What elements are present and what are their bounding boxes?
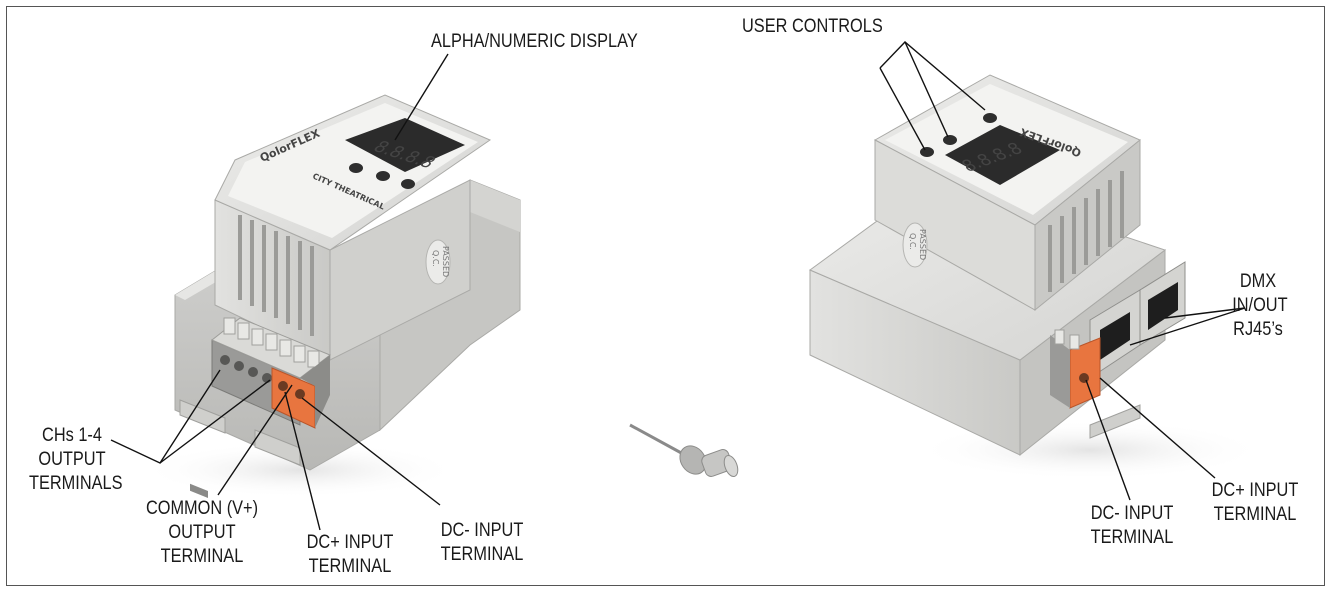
leader-lines	[110, 41, 1246, 531]
label-dc-plus-input-left: DC+ INPUT TERMINAL	[298, 531, 401, 579]
label-dmx-line2: IN/OUT	[1232, 295, 1288, 316]
right-mounting-feet	[1089, 404, 1141, 439]
left-mounting-feet	[179, 399, 301, 499]
left-vent-fins	[238, 215, 314, 336]
label-dmx: DMX IN/OUT RJ45’s	[1232, 270, 1288, 342]
right-rj45-jacks	[1089, 261, 1186, 379]
label-dc-minus-right-line2: TERMINAL	[1090, 527, 1174, 548]
label-dc-minus-right-line1: DC- INPUT	[1090, 503, 1174, 524]
figure-frame	[6, 6, 1325, 586]
right-seal-line2: PASSED	[918, 229, 927, 260]
label-dc-minus-left-line1: DC- INPUT	[440, 520, 524, 541]
label-chs-line2: OUTPUT	[38, 449, 106, 470]
right-vent-fins	[1048, 171, 1124, 292]
left-control-buttons	[349, 163, 415, 189]
label-dc-minus-left-line2: TERMINAL	[440, 544, 524, 565]
label-dc-minus-input-right: DC- INPUT TERMINAL	[1080, 502, 1183, 550]
left-seal-line1: Q.C.	[431, 250, 440, 267]
label-user-controls: USER CONTROLS	[742, 16, 883, 37]
label-chs-line1: CHs 1-4	[42, 425, 102, 446]
left-seal-line2: PASSED	[441, 246, 450, 277]
right-device: 8.8.8.8 QolorFLEX Q.C. PASSED	[808, 74, 1265, 480]
mounting-pin	[629, 423, 739, 478]
right-terminal-block	[1050, 329, 1101, 409]
label-dmx-line3: RJ45’s	[1233, 319, 1283, 340]
label-dc-plus-left-line2: TERMINAL	[308, 556, 392, 577]
label-common-line3: TERMINAL	[160, 546, 244, 567]
right-display	[945, 125, 1060, 185]
label-common-line2: OUTPUT	[168, 522, 236, 543]
label-chs-line3: TERMINALS	[29, 473, 123, 494]
label-dc-plus-input-right: DC+ INPUT TERMINAL	[1203, 479, 1306, 527]
label-common-line1: COMMON (V+)	[145, 498, 259, 519]
label-dc-minus-input-left: DC- INPUT TERMINAL	[430, 519, 533, 567]
label-dc-plus-right-line2: TERMINAL	[1213, 504, 1297, 525]
label-chs-output-terminals: CHs 1-4 OUTPUT TERMINALS	[29, 424, 123, 496]
label-dc-plus-right-line1: DC+ INPUT	[1211, 480, 1299, 501]
right-control-buttons	[920, 113, 997, 157]
label-common-output-terminal: COMMON (V+) OUTPUT TERMINAL	[142, 497, 262, 569]
label-alpha-numeric-display: ALPHA/NUMERIC DISPLAY	[431, 31, 638, 52]
left-device: 8.8.8.8 QolorFLEX CITY THEATRICAL Q.C. P…	[140, 94, 521, 499]
right-seal-line1: Q.C.	[908, 233, 917, 250]
left-terminal-block	[211, 317, 331, 429]
label-dc-plus-left-line1: DC+ INPUT	[306, 532, 394, 553]
left-display	[345, 118, 465, 172]
label-dmx-line1: DMX	[1239, 271, 1277, 292]
